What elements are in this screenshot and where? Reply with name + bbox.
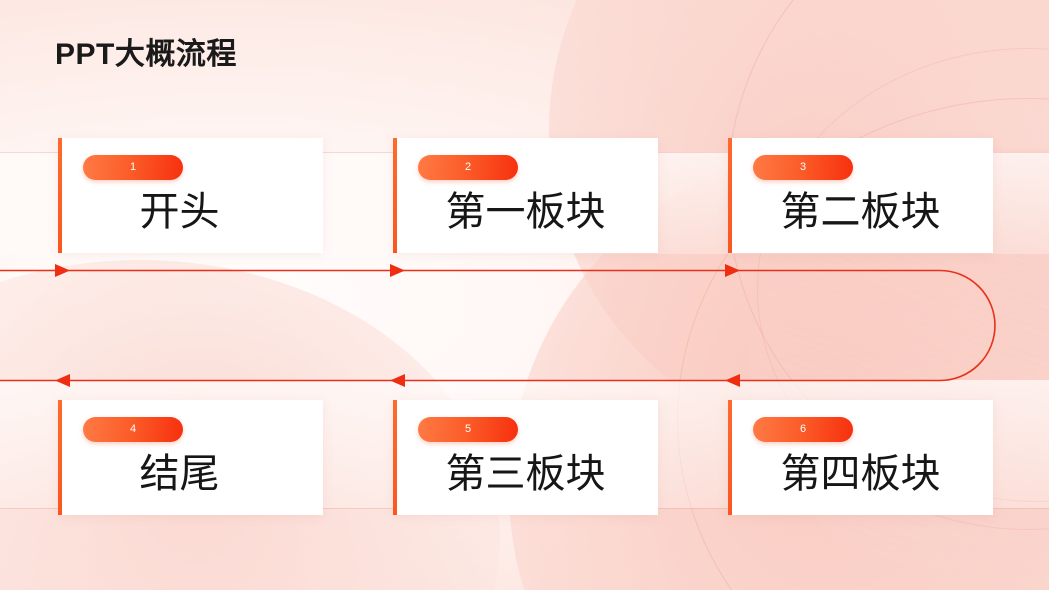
flow-card-label-2: 第一板块	[445, 190, 606, 234]
flow-card-2[interactable]: 2 第一板块	[393, 138, 658, 253]
flow-card-3[interactable]: 3 第二板块	[728, 138, 993, 253]
page-title: PPT大概流程	[55, 38, 237, 71]
step-badge-3: 3	[753, 155, 853, 180]
flow-card-label-4: 结尾	[139, 452, 220, 496]
step-badge-2: 2	[418, 155, 518, 180]
flow-card-label-3: 第二板块	[780, 190, 941, 234]
flow-card-6[interactable]: 6 第四板块	[728, 400, 993, 515]
step-badge-6: 6	[753, 417, 853, 442]
step-badge-4: 4	[83, 417, 183, 442]
flow-card-label-5: 第三板块	[445, 452, 606, 496]
flow-card-1[interactable]: 1 开头	[58, 138, 323, 253]
step-badge-1: 1	[83, 155, 183, 180]
flow-card-label-6: 第四板块	[780, 452, 941, 496]
flow-card-label-1: 开头	[139, 190, 220, 234]
flow-card-4[interactable]: 4 结尾	[58, 400, 323, 515]
flow-card-5[interactable]: 5 第三板块	[393, 400, 658, 515]
step-badge-5: 5	[418, 417, 518, 442]
